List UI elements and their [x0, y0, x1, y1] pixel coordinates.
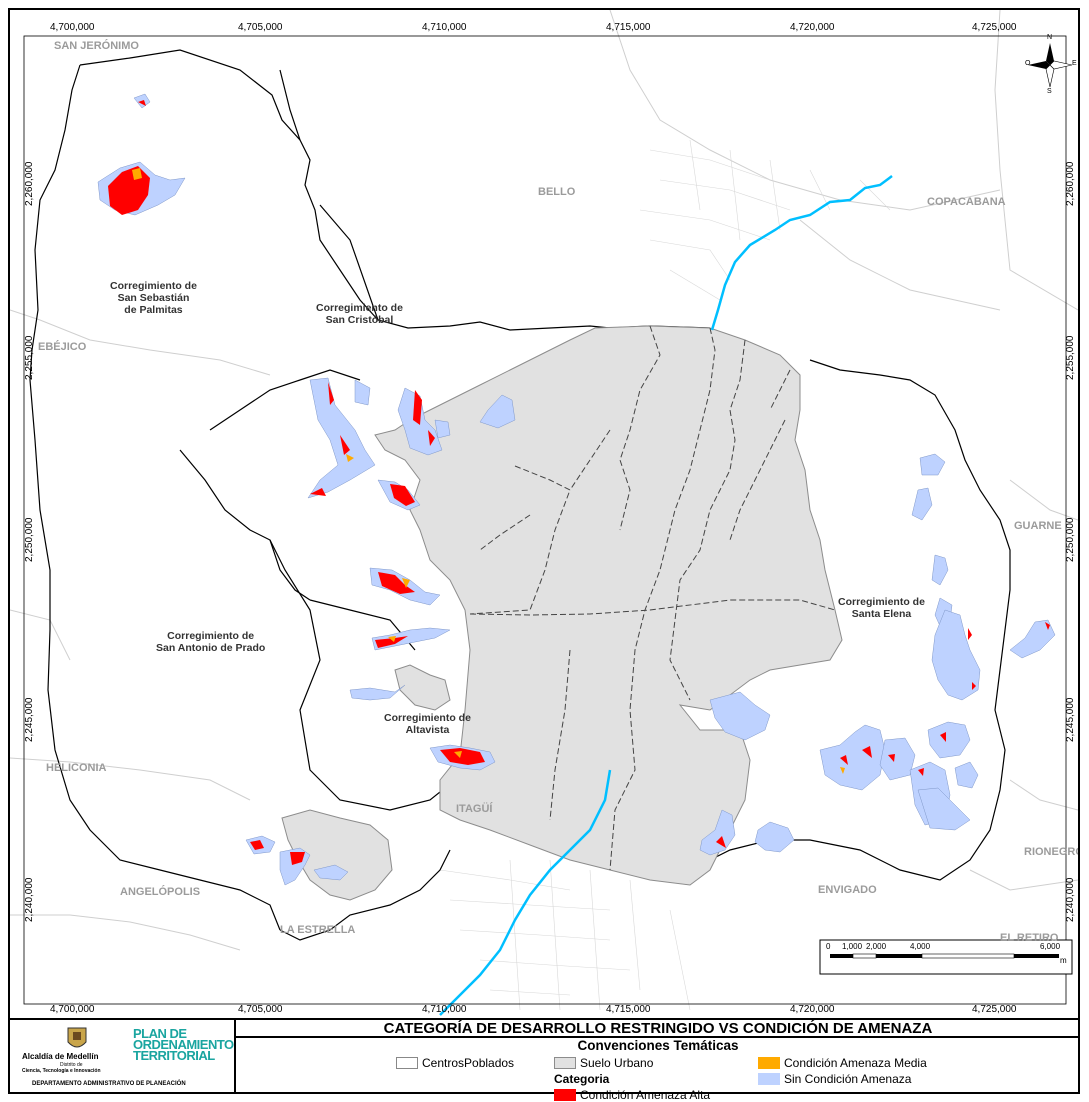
east-label: E: [1072, 60, 1077, 67]
city-shield-icon: [67, 1027, 87, 1048]
correg-sanantonio-line-2: San Antonio de Prado: [156, 642, 266, 654]
correg-santaelena-line-2: Santa Elena: [851, 608, 912, 620]
place-la-estrella: LA ESTRELLA: [280, 924, 356, 936]
x-tick-bottom-2: 4,705,000: [238, 1004, 283, 1015]
y-tick-left-2: 2,255,000: [24, 335, 35, 381]
legend-sin: Sin Condición Amenaza: [784, 1072, 912, 1086]
river-medellin: [710, 175, 893, 331]
place-copacabana: COPACABANA: [927, 196, 1006, 208]
correg-palmitas-line-3: de Palmitas: [124, 304, 183, 316]
map-footer: Alcaldía de Medellín Distrito de Ciencia…: [8, 1020, 1080, 1102]
alcaldia-text: Alcaldía de Medellín: [22, 1052, 99, 1061]
scale-label-0: 0: [826, 942, 831, 951]
y-tick-left-3: 2,250,000: [24, 517, 35, 563]
place-ebejico: EBÉJICO: [38, 341, 87, 353]
y-tick-right-3: 2,250,000: [1065, 517, 1076, 563]
legend-media: Condición Amenaza Media: [784, 1056, 927, 1070]
south-label: S: [1047, 88, 1052, 95]
ciencia-text: Ciencia, Tecnología e Innovación: [22, 1068, 101, 1074]
legend-swatch-sin: [758, 1073, 780, 1085]
legend-swatch-alta: [554, 1089, 576, 1101]
correg-sancristobal-line-2: San Cristóbal: [325, 314, 394, 326]
west-label: O: [1025, 60, 1031, 67]
y-tick-right-2: 2,255,000: [1065, 335, 1076, 381]
scale-label-1000: 1,000: [842, 942, 863, 951]
urban-patch-altavista: [394, 664, 451, 711]
place-envigado: ENVIGADO: [818, 884, 877, 896]
x-tick-bottom-5: 4,720,000: [790, 1004, 835, 1015]
x-tick-top-2: 4,705,000: [238, 22, 283, 33]
map-title: CATEGORÍA DE DESARROLLO RESTRINGIDO VS C…: [236, 1020, 1080, 1038]
river-medellin-south: [439, 769, 612, 1016]
place-guarne: GUARNE: [1014, 520, 1062, 532]
y-tick-left-5: 2,240,000: [24, 877, 35, 923]
place-angelopolis: ANGELÓPOLIS: [120, 886, 201, 898]
distrito-text: Distrito de: [60, 1062, 83, 1068]
plan-logo: PLAN DE ORDENAMIENTO TERRITORIAL: [133, 1026, 234, 1063]
correg-sanantonio-line-1: Corregimiento de: [167, 630, 255, 642]
legend-categoria: Categoria: [554, 1072, 610, 1086]
plan-line-3: TERRITORIAL: [133, 1048, 215, 1063]
legend-swatch-urbano: [554, 1057, 576, 1069]
y-tick-right-5: 2,240,000: [1065, 877, 1076, 923]
x-tick-bottom-6: 4,725,000: [972, 1004, 1017, 1015]
plan-line-2: ORDENAMIENTO: [133, 1037, 234, 1052]
place-el-retiro: EL RETIRO: [1000, 932, 1059, 944]
amenaza-alta-patches: [108, 100, 1050, 865]
correg-sancristobal-line-1: Corregimiento de: [316, 302, 403, 314]
correg-san-antonio: Corregimiento de San Antonio de Prado: [156, 630, 265, 654]
comuna-boundaries: [469, 325, 836, 871]
correg-altavista-line-2: Altavista: [405, 724, 450, 736]
correg-santa-elena: Corregimiento de Santa Elena: [838, 596, 925, 620]
x-tick-top-3: 4,710,000: [422, 22, 467, 33]
x-tick-top-5: 4,720,000: [790, 22, 835, 33]
north-arrow: [1028, 43, 1073, 88]
x-tick-top-4: 4,715,000: [606, 22, 651, 33]
x-tick-bottom-1: 4,700,000: [50, 1004, 95, 1015]
legend-swatch-media: [758, 1057, 780, 1069]
legend-centros: CentrosPoblados: [422, 1056, 515, 1070]
x-tick-top-1: 4,700,000: [50, 22, 95, 33]
legend-swatch-centros: [396, 1057, 418, 1069]
scale-label-4000: 4,000: [910, 942, 931, 951]
correg-palmitas-line-2: San Sebastián: [117, 292, 190, 304]
place-rionegro: RIONEGRO: [1024, 846, 1080, 858]
place-heliconia: HELICONIA: [46, 762, 107, 774]
place-bello: BELLO: [538, 186, 576, 198]
place-itagui: ITAGÜÍ: [456, 803, 493, 815]
y-tick-right-1: 2,260,000: [1065, 161, 1076, 207]
x-tick-top-6: 4,725,000: [972, 22, 1017, 33]
correg-altavista: Corregimiento de Altavista: [384, 712, 471, 736]
correg-palmitas-line-1: Corregimiento de: [110, 280, 197, 292]
neighbor-boundaries: [10, 10, 1078, 951]
scale-label-6000: 6,000: [1040, 942, 1061, 951]
departamento-text: DEPARTAMENTO ADMINISTRATIVO DE PLANEACIÓ…: [32, 1081, 186, 1087]
scale-unit: m: [1060, 956, 1067, 965]
x-tick-bottom-4: 4,715,000: [606, 1004, 651, 1015]
plan-line-1: PLAN DE: [133, 1026, 187, 1041]
legend-suelo-urbano: Suelo Urbano: [580, 1056, 654, 1070]
north-label: N: [1047, 34, 1053, 41]
y-tick-right-4: 2,245,000: [1065, 697, 1076, 743]
y-tick-left-1: 2,260,000: [24, 161, 35, 207]
street-texture: [439, 139, 891, 1011]
legend-subtitle: Convenciones Temáticas: [577, 1038, 739, 1053]
map-panel[interactable]: 4,700,000 4,705,000 4,710,000 4,715,000 …: [8, 8, 1080, 1020]
urban-area: [374, 325, 843, 886]
map-canvas[interactable]: [10, 10, 1078, 1018]
logo-box: Alcaldía de Medellín Distrito de Ciencia…: [10, 1020, 236, 1094]
scale-bar: [819, 939, 1073, 975]
y-tick-left-4: 2,245,000: [24, 697, 35, 743]
amenaza-media-patches: [132, 168, 845, 774]
x-tick-bottom-3: 4,710,000: [422, 1004, 467, 1015]
correg-santaelena-line-1: Corregimiento de: [838, 596, 925, 608]
correg-san-cristobal: Corregimiento de San Cristóbal: [316, 302, 403, 326]
legend-alta: Condición Amenaza Alta: [580, 1088, 711, 1102]
map-neatline: [23, 35, 1067, 1005]
correg-altavista-line-1: Corregimiento de: [384, 712, 471, 724]
place-san-jeronimo: SAN JERÓNIMO: [54, 40, 139, 52]
correg-palmitas: Corregimiento de San Sebastián de Palmit…: [110, 280, 197, 316]
scale-label-2000: 2,000: [866, 942, 887, 951]
